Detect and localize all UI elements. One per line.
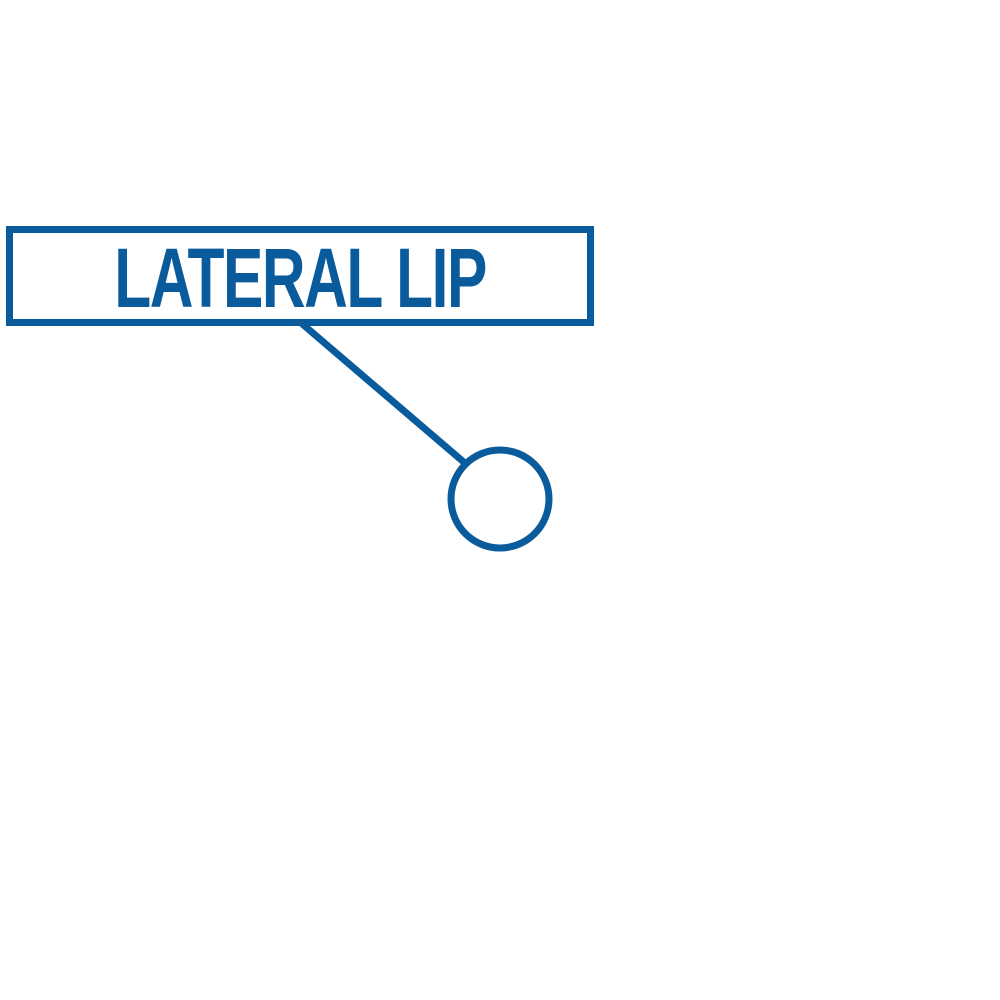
leader-line <box>297 319 469 467</box>
callout-label: LATERAL LIP <box>114 231 487 325</box>
marker-circle <box>447 446 553 552</box>
label-box: LATERAL LIP <box>6 226 594 326</box>
